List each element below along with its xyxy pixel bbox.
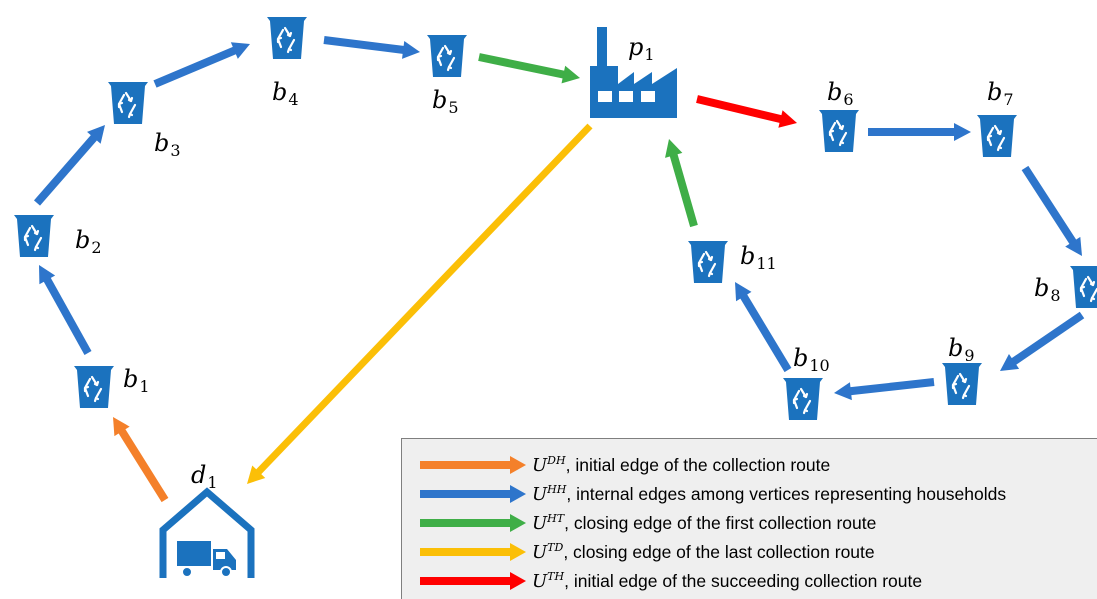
legend-text-ht: UHT, closing edge of the first collectio…	[532, 512, 877, 534]
legend-item-dh: UDH, initial edge of the collection rout…	[402, 453, 1097, 477]
bin-icon-b6	[817, 108, 861, 154]
edge-b6-b7	[868, 123, 971, 141]
label-b5: b5	[432, 86, 459, 117]
edge-b9-b10	[834, 378, 935, 401]
legend-text-th: UTH, initial edge of the succeeding coll…	[532, 570, 923, 592]
edge-b3-b4	[153, 42, 250, 88]
bin-icon-b9	[940, 361, 984, 407]
edge-b7-b8	[1021, 165, 1082, 256]
legend-text-td: UTD, closing edge of the last collection…	[532, 541, 875, 563]
legend: UDH, initial edge of the collection rout…	[401, 438, 1097, 599]
label-b7: b7	[987, 78, 1014, 109]
legend-arrow-ht	[420, 514, 526, 532]
bin-icon-b5	[425, 33, 469, 79]
legend-text-dh: UDH, initial edge of the collection rout…	[532, 454, 831, 476]
legend-arrow-shape-td	[420, 543, 526, 561]
label-b10: b10	[793, 344, 830, 375]
edge-p1-b6	[696, 95, 797, 128]
legend-text-hh: UHH, internal edges among vertices repre…	[532, 483, 1007, 505]
legend-item-hh: UHH, internal edges among vertices repre…	[402, 482, 1097, 506]
legend-item-td: UTD, closing edge of the last collection…	[402, 540, 1097, 564]
bin-icon-b10	[781, 376, 825, 422]
legend-arrow-shape-ht	[420, 514, 526, 532]
label-d1: d1	[191, 461, 218, 492]
label-b11: b11	[740, 242, 777, 273]
bin-icon-b3	[106, 80, 150, 126]
edges-layer	[33, 36, 1085, 503]
bin-icon-b11	[686, 239, 730, 285]
legend-arrow-shape-th	[420, 572, 526, 590]
label-p1: p1	[628, 33, 655, 64]
bin-icon-b8	[1068, 264, 1097, 310]
factory-icon	[590, 27, 677, 118]
label-b9: b9	[948, 334, 975, 365]
legend-arrow-hh	[420, 485, 526, 503]
edge-d1-b1	[113, 417, 169, 503]
legend-arrow-shape-dh	[420, 456, 526, 474]
label-b2: b2	[75, 226, 102, 257]
bin-icon-b7	[975, 113, 1019, 159]
legend-item-ht: UHT, closing edge of the first collectio…	[402, 511, 1097, 535]
label-b1: b1	[123, 365, 150, 396]
legend-item-th: UTH, initial edge of the succeeding coll…	[402, 569, 1097, 593]
legend-arrow-shape-hh	[420, 485, 526, 503]
legend-arrow-th	[420, 572, 526, 590]
legend-arrow-dh	[420, 456, 526, 474]
bin-icon-b4	[265, 15, 309, 61]
bin-icon-b1	[72, 364, 116, 410]
edge-b5-p1	[478, 53, 580, 84]
label-b6: b6	[827, 78, 854, 109]
edge-b11-p1	[665, 139, 698, 228]
edge-p1-d1	[247, 123, 593, 484]
edge-b8-b9	[1000, 311, 1085, 371]
edge-b4-b5	[323, 36, 420, 59]
depot-truck-icon	[159, 487, 255, 578]
edge-b1-b2	[39, 265, 92, 355]
bin-icon-b2	[12, 213, 56, 259]
label-b8: b8	[1034, 274, 1061, 305]
legend-arrow-td	[420, 543, 526, 561]
edge-b10-b11	[735, 282, 792, 373]
label-b3: b3	[154, 129, 181, 160]
label-b4: b4	[272, 78, 299, 109]
edge-b2-b3	[33, 125, 105, 206]
